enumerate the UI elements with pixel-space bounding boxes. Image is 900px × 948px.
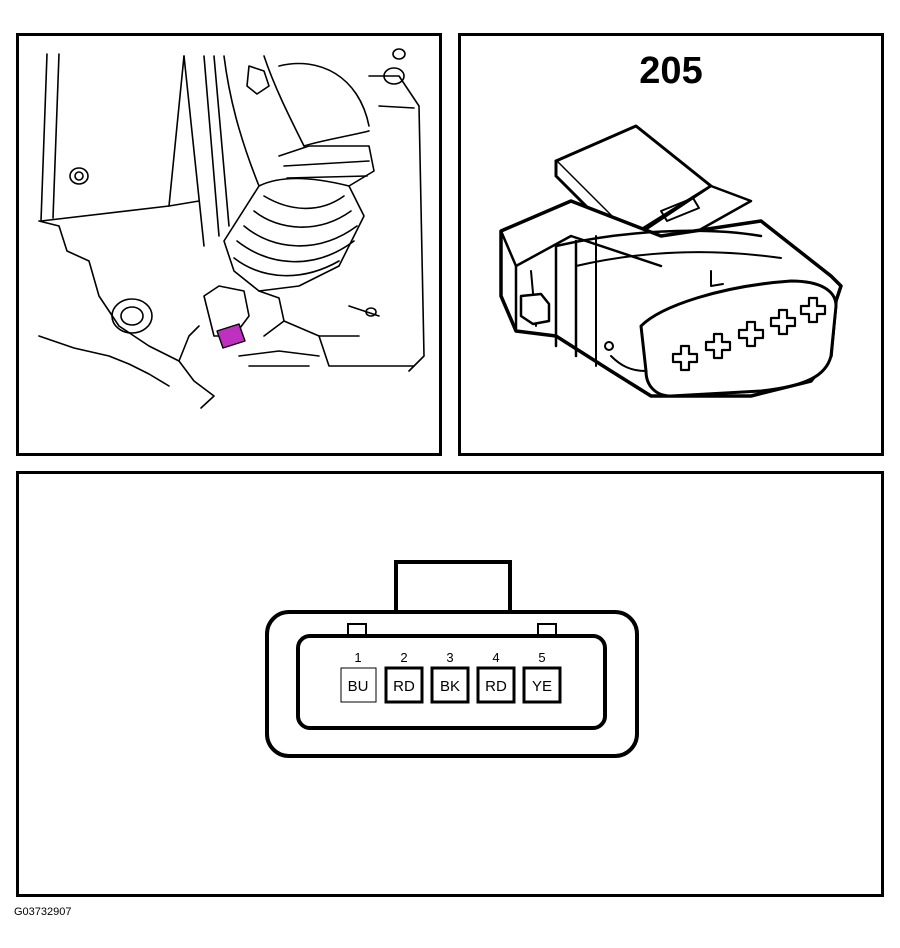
pin-wire-color: RD	[393, 678, 415, 695]
connector-number: 205	[639, 50, 703, 92]
pin-number: 4	[492, 650, 499, 665]
connector-latch	[394, 560, 512, 618]
pin-number: 1	[354, 650, 361, 665]
pin-wire-color: RD	[485, 678, 507, 695]
pin-number: 2	[400, 650, 407, 665]
pin-number: 5	[538, 650, 545, 665]
pin-wire-color: BU	[348, 678, 369, 695]
pin-wire-color: YE	[532, 678, 552, 695]
pin-box-2	[384, 666, 424, 704]
pin-box-5	[522, 666, 562, 704]
pin-box-1	[340, 667, 377, 703]
pin-box-4	[476, 666, 516, 704]
engine-location-panel	[16, 33, 442, 456]
figure-id: G03732907	[14, 906, 72, 918]
connector-face-diagram: 1 2 3 4 5 BU RD BK RD YE	[265, 560, 639, 758]
pin-number: 3	[446, 650, 453, 665]
pin-wire-color: BK	[440, 678, 460, 695]
connector-illustration	[499, 124, 843, 398]
pin-box-3	[430, 666, 470, 704]
pinout-panel: 1 2 3 4 5 BU RD BK RD YE	[16, 471, 884, 897]
connector-location-highlight	[216, 323, 246, 349]
connector-illustration-panel: 205	[458, 33, 884, 456]
engine-bay-illustration	[38, 48, 425, 409]
